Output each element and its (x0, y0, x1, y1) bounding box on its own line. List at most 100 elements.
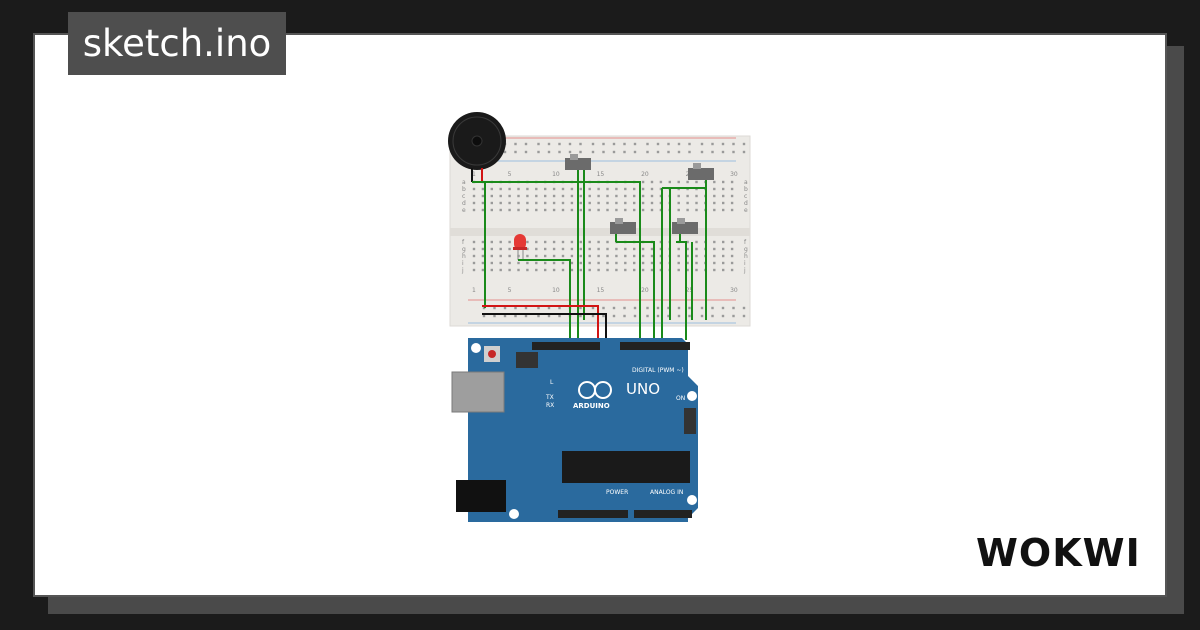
rail-hole (503, 314, 507, 318)
buzzer[interactable] (448, 112, 506, 182)
breadboard-hole (570, 194, 574, 198)
breadboard-hole (686, 180, 689, 184)
breadboard-hole (677, 268, 680, 272)
breadboard[interactable]: 115510101515202025253030aabbccddeeffgghh… (449, 135, 751, 327)
breadboard-hole (535, 208, 538, 212)
breadboard-hole (535, 254, 538, 258)
breadboard-hole (561, 261, 565, 265)
breadboard-hole (659, 208, 663, 212)
slide-switch-1[interactable] (565, 154, 591, 170)
breadboard-hole (606, 240, 609, 244)
rail-hole (667, 150, 670, 154)
breadboard-hole (730, 180, 734, 184)
row-letter: a (744, 179, 748, 186)
slide-switch-3[interactable] (610, 218, 636, 234)
row-letter: f (744, 239, 747, 246)
breadboard-hole (544, 247, 547, 251)
svg-text:WOKWI: WOKWI (976, 531, 1141, 575)
rail-hole (633, 142, 637, 146)
row-letter: d (462, 200, 466, 207)
rail-hole (537, 314, 540, 318)
breadboard-hole (730, 254, 734, 258)
column-number: 10 (552, 171, 560, 178)
breadboard-hole (544, 240, 547, 244)
breadboard-hole (597, 240, 600, 244)
breadboard-hole (535, 201, 538, 205)
rail-hole (514, 314, 517, 318)
breadboard-hole (490, 187, 493, 191)
breadboard-hole (730, 268, 734, 272)
breadboard-hole (570, 201, 574, 205)
breadboard-hole (713, 240, 716, 244)
breadboard-hole (481, 194, 485, 198)
breadboard-hole (695, 180, 698, 184)
breadboard-hole (730, 201, 734, 205)
rail-hole (503, 150, 507, 154)
rail-hole (646, 306, 649, 310)
rail-hole (602, 306, 605, 310)
breadboard-hole (695, 208, 698, 212)
rail-hole (612, 142, 616, 146)
breadboard-hole (561, 268, 565, 272)
breadboard-hole (597, 268, 600, 272)
circuit-diagram[interactable]: 115510101515202025253030aabbccddeeffgghh… (440, 108, 760, 528)
breadboard-hole (624, 247, 627, 251)
breadboard-hole (659, 254, 663, 258)
breadboard-hole (641, 187, 645, 191)
breadboard-hole (695, 247, 698, 251)
slide-switch-4[interactable] (672, 218, 698, 234)
led[interactable] (513, 234, 527, 260)
rail-hole (688, 142, 691, 146)
breadboard-hole (677, 254, 680, 258)
breadboard-hole (730, 247, 734, 251)
breadboard-hole (633, 261, 636, 265)
breadboard-hole (624, 208, 627, 212)
slide-switch-2[interactable] (688, 163, 714, 180)
breadboard-hole (579, 194, 582, 198)
row-letter: f (462, 239, 465, 246)
rail-hole (514, 150, 517, 154)
rail-hole (711, 142, 714, 146)
rail-hole (602, 142, 605, 146)
breadboard-hole (499, 201, 502, 205)
breadboard-hole (579, 268, 582, 272)
rail-hole (602, 314, 605, 318)
breadboard-hole (624, 254, 627, 258)
rail-hole (646, 314, 649, 318)
breadboard-hole (481, 187, 485, 191)
breadboard-hole (606, 194, 609, 198)
breadboard-hole (713, 201, 716, 205)
breadboard-hole (713, 261, 716, 265)
breadboard-hole (633, 254, 636, 258)
rail-hole (742, 142, 746, 146)
breadboard-hole (499, 261, 502, 265)
row-letter: i (462, 260, 464, 267)
rail-hole (732, 306, 735, 310)
breadboard-hole (544, 254, 547, 258)
rail-hole (579, 314, 582, 318)
rail-hole (721, 142, 725, 146)
breadboard-hole (552, 268, 556, 272)
breadboard-hole (641, 268, 645, 272)
arduino-uno-board[interactable]: UNO ARDUINO DIGITAL (PWM ~) POWER ANALOG… (451, 338, 698, 522)
breadboard-hole (472, 208, 476, 212)
breadboard-hole (499, 194, 502, 198)
row-letter: e (744, 207, 748, 214)
breadboard-hole (472, 261, 476, 265)
breadboard-hole (668, 180, 671, 184)
rail-hole (667, 306, 670, 310)
sketch-title: sketch.ino (68, 12, 286, 75)
breadboard-hole (633, 247, 636, 251)
rail-hole (537, 306, 540, 310)
rail-hole (623, 150, 626, 154)
breadboard-hole (561, 187, 565, 191)
breadboard-hole (615, 254, 618, 258)
breadboard-hole (633, 201, 636, 205)
breadboard-hole (730, 208, 734, 212)
led-l-label: L (550, 379, 554, 386)
rail-hole (623, 142, 626, 146)
breadboard-hole (481, 240, 485, 244)
rail-hole (514, 306, 517, 310)
breadboard-hole (588, 268, 591, 272)
rail-hole (656, 306, 660, 310)
